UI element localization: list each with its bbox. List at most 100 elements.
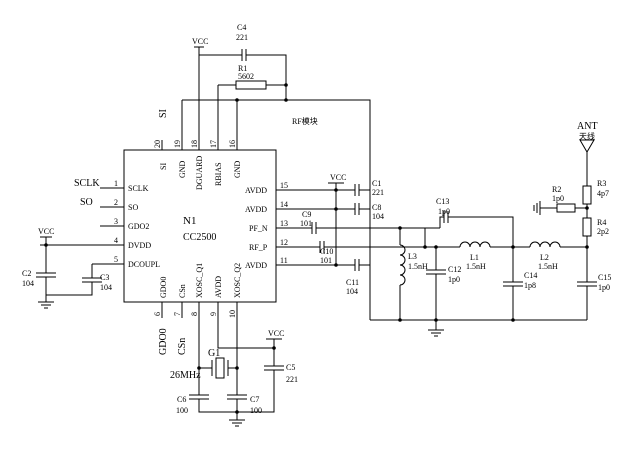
pin-12-label: RF_P xyxy=(249,243,268,252)
c14-ref: C14 xyxy=(524,271,537,280)
pin-4-num: 4 xyxy=(114,236,118,245)
l2-coil xyxy=(529,241,561,248)
vcc-label-bottom: VCC xyxy=(268,329,284,338)
net-so: SO xyxy=(80,197,93,208)
c1-value: 221 xyxy=(372,188,384,197)
c14-value: 1p8 xyxy=(524,281,536,290)
l3-ref: L3 xyxy=(408,252,417,261)
r3-body xyxy=(582,185,592,205)
r1-value: 5602 xyxy=(238,72,254,81)
pin-13-num: 13 xyxy=(280,219,288,228)
c12-value: 1p0 xyxy=(448,275,460,284)
g1-value: 26MHz xyxy=(170,370,201,381)
r3-value: 4p7 xyxy=(597,189,609,198)
pin-8-num: 8 xyxy=(190,312,199,316)
chip-ref: N1 xyxy=(183,215,196,227)
c3-ref: C3 xyxy=(100,273,109,282)
pin-11-label: AVDD xyxy=(245,261,267,270)
c6-ref: C6 xyxy=(177,395,186,404)
net-csn: CSn xyxy=(177,338,188,355)
vcc-label-left: VCC xyxy=(38,227,54,236)
pin-3-num: 3 xyxy=(114,217,118,226)
pin-2-num: 2 xyxy=(114,198,118,207)
r4-value: 2p2 xyxy=(597,227,609,236)
pin-2-label: SO xyxy=(128,203,138,212)
c6-value: 100 xyxy=(176,406,188,415)
c11-value: 104 xyxy=(346,287,358,296)
c11-ref: C11 xyxy=(346,278,359,287)
l1-ref: L1 xyxy=(470,253,479,262)
pin-8-label: XOSC_Q1 xyxy=(195,263,204,298)
antenna-symbol xyxy=(579,139,595,153)
pin-7-label: CSn xyxy=(178,284,187,298)
pin-15-num: 15 xyxy=(280,181,288,190)
pin-18-label: DGUARD xyxy=(195,156,204,190)
c10-ref: C10 xyxy=(320,247,333,256)
right-pins: 15 14 13 12 11 AVDD AVDD PF_N RF_P AVDD xyxy=(245,181,355,270)
pin-5-num: 5 xyxy=(114,255,118,264)
l1-value: 1.5nH xyxy=(466,262,486,271)
g1-ref: G1 xyxy=(208,348,220,359)
c8-ref: C8 xyxy=(372,203,381,212)
c4-value: 221 xyxy=(236,33,248,42)
r1-ref: R1 xyxy=(238,64,247,73)
top-pins: 20 19 18 17 16 SI GND DGUARD RBIAS GND S… xyxy=(153,55,242,190)
pin-6-label: GDO0 xyxy=(159,277,168,298)
pin-9-label: AVDD xyxy=(214,276,223,298)
chip-name: CC2500 xyxy=(183,232,216,243)
pin-16-label: GND xyxy=(233,160,242,178)
c9-ref: C9 xyxy=(302,210,311,219)
c2-value: 104 xyxy=(22,279,34,288)
c8-value: 104 xyxy=(372,212,384,221)
l3-value: 1.5nH xyxy=(408,262,428,271)
c4-ref: C4 xyxy=(237,23,246,32)
r1-body xyxy=(235,80,267,90)
r4-ref: R4 xyxy=(597,218,606,227)
pin-9-num: 9 xyxy=(209,312,218,316)
c13-ref: C13 xyxy=(436,197,449,206)
l2-ref: L2 xyxy=(540,253,549,262)
c13-value: 1p0 xyxy=(438,207,450,216)
c7-ref: C7 xyxy=(250,395,259,404)
r2-value: 1p0 xyxy=(552,194,564,203)
crystal-g1 xyxy=(215,357,225,379)
pin-10-label: XOSC_Q2 xyxy=(233,263,242,298)
pin-1-num: 1 xyxy=(114,179,118,188)
r4-body xyxy=(582,217,592,237)
pin-14-label: AVDD xyxy=(245,205,267,214)
pin-20-label: SI xyxy=(159,163,168,170)
antenna-ref: ANT xyxy=(577,121,598,132)
antenna-label: 天线 xyxy=(579,131,595,141)
pin-3-label: GDO2 xyxy=(128,222,149,231)
pin-13-label: PF_N xyxy=(249,224,268,233)
pin-17-label: RBIAS xyxy=(214,162,223,186)
vcc-label-right: VCC xyxy=(330,173,346,182)
c15-ref: C15 xyxy=(598,273,611,282)
l2-value: 1.5nH xyxy=(538,262,558,271)
c5-ref: C5 xyxy=(286,363,295,372)
c7-value: 100 xyxy=(250,406,262,415)
c15-value: 1p0 xyxy=(598,283,610,292)
pin-19-num: 19 xyxy=(173,140,182,148)
net-si: SI xyxy=(158,109,169,118)
pin-18-num: 18 xyxy=(190,140,199,148)
c3-value: 104 xyxy=(100,283,112,292)
pin-5-label: DCOUPL xyxy=(128,260,160,269)
pin-12-num: 12 xyxy=(280,238,288,247)
pin-15-label: AVDD xyxy=(245,186,267,195)
c1-ref: C1 xyxy=(372,179,381,188)
pin-11-num: 11 xyxy=(280,256,288,265)
r3-ref: R3 xyxy=(597,179,606,188)
pin-17-num: 17 xyxy=(209,140,218,148)
c12-ref: C12 xyxy=(448,265,461,274)
l3-coil xyxy=(399,244,406,286)
c5-value: 221 xyxy=(286,375,298,384)
left-pins: 1 2 3 4 5 SCLK SO GDO2 DVDD DCOUPL SCLK … xyxy=(40,178,160,269)
pin-1-label: SCLK xyxy=(128,184,149,193)
r2-body xyxy=(556,203,576,213)
pin-4-label: DVDD xyxy=(128,241,151,250)
pin-7-num: 7 xyxy=(173,312,182,316)
pin-14-num: 14 xyxy=(280,200,288,209)
c10-value: 101 xyxy=(320,256,332,265)
